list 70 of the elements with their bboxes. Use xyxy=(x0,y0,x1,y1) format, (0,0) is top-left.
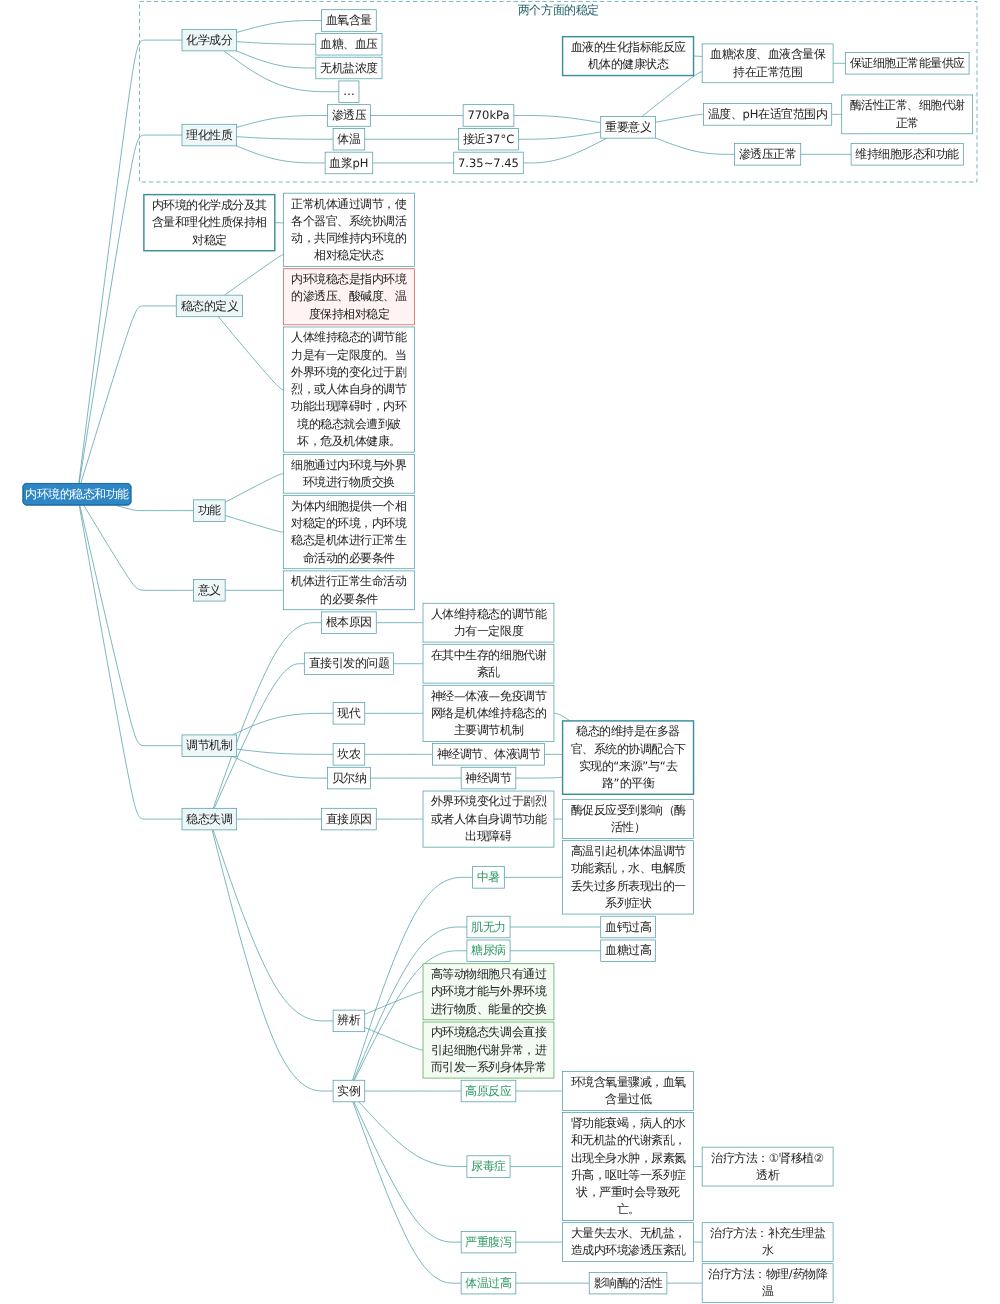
connector xyxy=(364,712,424,714)
connector xyxy=(274,222,284,224)
connector xyxy=(693,55,703,57)
connector xyxy=(212,622,322,809)
connector xyxy=(364,138,459,140)
connector xyxy=(352,877,474,1081)
connector xyxy=(375,818,424,820)
connector xyxy=(522,137,608,164)
connector xyxy=(515,1241,563,1243)
connector xyxy=(224,473,284,503)
connector xyxy=(78,134,183,485)
connector xyxy=(78,505,183,820)
connector xyxy=(353,950,468,1081)
connector xyxy=(236,20,322,33)
connector xyxy=(364,1090,462,1092)
connector xyxy=(509,950,602,952)
connector xyxy=(515,776,563,779)
connector xyxy=(553,818,563,820)
connector xyxy=(358,1101,468,1167)
connector xyxy=(212,829,334,1022)
connector xyxy=(831,114,843,115)
connector xyxy=(553,712,571,722)
connector xyxy=(224,515,284,533)
connector xyxy=(513,115,602,124)
connector xyxy=(364,754,433,755)
connector xyxy=(79,505,183,747)
connector xyxy=(515,1090,563,1092)
connector xyxy=(509,926,602,928)
connector xyxy=(800,153,852,155)
connector xyxy=(80,305,177,485)
connector xyxy=(375,622,424,624)
connector xyxy=(364,991,424,1015)
connector xyxy=(211,829,334,1092)
connector xyxy=(393,663,424,665)
connector xyxy=(213,663,305,809)
connector xyxy=(693,1166,703,1167)
connector xyxy=(78,39,183,485)
connector xyxy=(370,777,462,779)
connector xyxy=(655,114,704,123)
connector xyxy=(236,818,322,820)
connector xyxy=(666,1282,703,1284)
connector xyxy=(236,50,317,69)
connector xyxy=(518,131,602,140)
connector xyxy=(236,136,334,140)
connector xyxy=(509,1166,563,1167)
connector xyxy=(236,145,326,164)
connector xyxy=(352,1101,462,1284)
connector xyxy=(353,1101,462,1243)
connector xyxy=(83,505,194,591)
connector xyxy=(370,115,464,116)
connector xyxy=(218,316,284,390)
connector xyxy=(236,115,328,128)
connector xyxy=(223,50,340,93)
connector xyxy=(544,754,563,755)
connector xyxy=(364,1027,424,1051)
connector xyxy=(115,505,194,511)
connector xyxy=(232,712,334,736)
connector xyxy=(832,62,846,64)
connector xyxy=(224,589,284,591)
connector xyxy=(372,162,455,164)
connector xyxy=(353,926,468,1081)
connector xyxy=(236,41,317,45)
connector xyxy=(232,756,328,779)
connector xyxy=(655,137,735,155)
connector xyxy=(693,1241,703,1243)
connector xyxy=(515,1282,590,1284)
connector xyxy=(224,254,284,296)
connector xyxy=(503,877,563,878)
connector xyxy=(641,71,703,117)
connector xyxy=(236,748,334,755)
